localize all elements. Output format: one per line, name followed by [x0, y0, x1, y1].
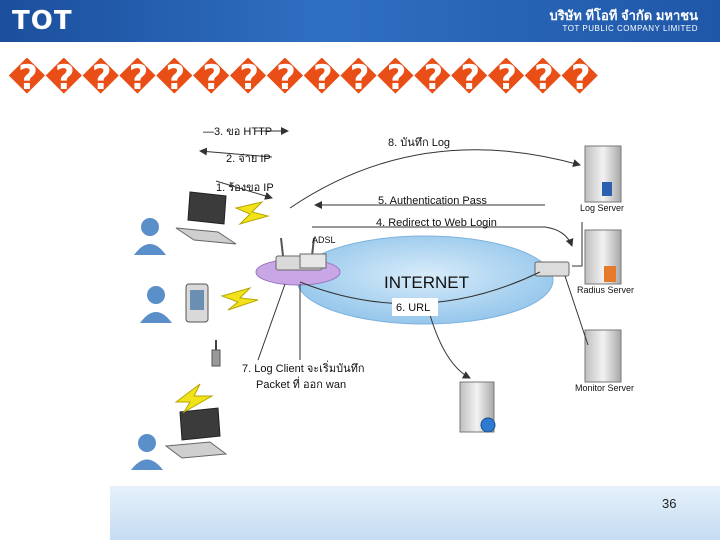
lightning-icon — [220, 286, 259, 311]
server-link-line — [564, 275, 589, 346]
footer-band — [110, 486, 720, 540]
step-7-label-line2: Packet ที่ ออก wan — [256, 376, 346, 391]
step-2-label: 2. จ่าย IP — [226, 153, 271, 165]
lightning-icon — [234, 201, 270, 226]
tot-logo: TOT — [12, 6, 73, 36]
company-name-thai: บริษัท ทีโอที จำกัด มหาชน — [549, 8, 698, 23]
step-7-label-line1: 7. Log Client จะเริ่มบันทึก — [242, 360, 365, 375]
user-icon — [134, 218, 166, 255]
step-2-arrow — [199, 147, 273, 158]
step-3-label: —3. ขอ HTTP — [203, 126, 272, 138]
adsl-label: ADSL — [312, 235, 336, 245]
laptop-icon — [164, 407, 228, 459]
wireless-access-point-icon — [211, 340, 221, 367]
monitor-server-icon — [584, 329, 622, 383]
header-bar: TOT บริษัท ทีโอที จำกัด มหาชน TOT PUBLIC… — [0, 0, 720, 42]
internet-label: INTERNET — [384, 273, 469, 292]
pda-icon — [185, 283, 209, 323]
step-5-label: 5. Authentication Pass — [378, 195, 487, 207]
radius-server-label: Radius Server — [577, 285, 634, 295]
step-6-box — [392, 298, 438, 316]
web-server-icon — [459, 381, 496, 433]
monitor-server-label: Monitor Server — [575, 383, 634, 393]
step-6-arrow — [429, 314, 471, 379]
step-8-label: 8. บันทึก Log — [388, 137, 450, 149]
lightning-icon — [174, 383, 214, 414]
slide-title: ���������������� — [8, 58, 599, 98]
laptop-icon — [175, 191, 237, 245]
step-7-line — [257, 283, 286, 361]
step-8-arrow — [289, 149, 581, 209]
company-name-english: TOT PUBLIC COMPANY LIMITED — [562, 24, 698, 33]
user-icon — [140, 286, 172, 323]
step-1-label: 1. ร้องขอ IP — [216, 182, 274, 194]
adsl-modem-icon — [299, 253, 327, 269]
wan-router-icon — [534, 261, 570, 277]
step-4-arrow — [312, 226, 574, 247]
radius-server-icon — [584, 229, 622, 285]
step-1-arrow — [215, 180, 273, 200]
user-icon — [131, 434, 163, 470]
log-server-label: Log Server — [580, 203, 624, 213]
step-6-label: 6. URL — [396, 302, 430, 314]
step-4-label: 4. Redirect to Web Login — [376, 217, 497, 229]
log-server-icon — [584, 145, 622, 203]
company-name: บริษัท ทีโอที จำกัด มหาชน TOT PUBLIC COM… — [549, 9, 698, 35]
server-link-line — [572, 222, 583, 267]
page-number: 36 — [662, 496, 677, 511]
